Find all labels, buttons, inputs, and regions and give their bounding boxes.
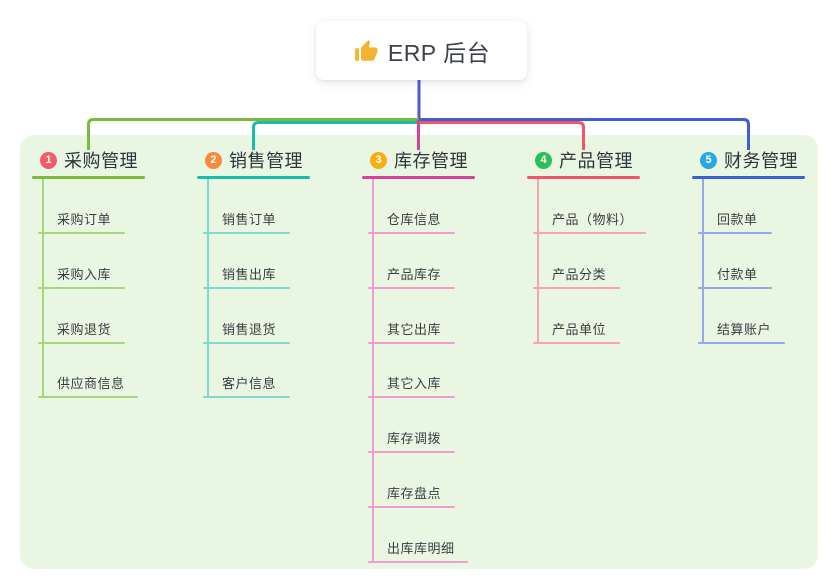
- child-node[interactable]: 仓库信息: [387, 212, 442, 227]
- child-underline: [368, 451, 455, 454]
- child-node[interactable]: 客户信息: [222, 376, 277, 392]
- branch-number-badge: 4: [535, 151, 552, 169]
- child-node[interactable]: 销售出库: [222, 266, 277, 282]
- child-node[interactable]: 供应商信息: [57, 376, 125, 392]
- child-node[interactable]: 其它入库: [387, 376, 442, 392]
- branch-label: 库存管理: [394, 151, 468, 171]
- branch-node-4[interactable]: 4 产品管理: [535, 150, 633, 171]
- child-node[interactable]: 库存调拨: [387, 431, 442, 447]
- child-underline: [698, 232, 772, 234]
- child-node[interactable]: 采购入库: [57, 266, 112, 282]
- child-node[interactable]: 采购订单: [57, 212, 112, 227]
- child-underline: [698, 286, 772, 289]
- branch-node-5[interactable]: 5 财务管理: [700, 150, 798, 171]
- child-node[interactable]: 销售退货: [222, 321, 277, 337]
- child-node[interactable]: 结算账户: [717, 321, 772, 337]
- child-underline: [368, 341, 455, 344]
- branch-underline: [362, 176, 475, 179]
- branch-node-3[interactable]: 3 库存管理: [370, 150, 468, 171]
- branch-trunk-line: [372, 179, 374, 563]
- child-underline: [38, 286, 125, 289]
- child-node[interactable]: 产品库存: [387, 266, 442, 282]
- child-underline: [38, 341, 125, 344]
- child-underline: [203, 396, 290, 399]
- child-node[interactable]: 库存盘点: [387, 486, 442, 501]
- child-node[interactable]: 出库库明细: [387, 540, 455, 556]
- child-underline: [533, 232, 646, 234]
- background-panel: [20, 135, 818, 569]
- child-node[interactable]: 产品分类: [552, 266, 607, 282]
- thumbs-up-icon: [353, 38, 379, 64]
- child-node[interactable]: 其它出库: [387, 321, 442, 337]
- child-underline: [368, 506, 455, 508]
- branch-number-badge: 2: [205, 151, 222, 169]
- child-underline: [203, 286, 290, 289]
- branch-number-badge: 1: [40, 151, 57, 169]
- child-node[interactable]: 采购退货: [57, 321, 112, 337]
- branch-label: 产品管理: [559, 151, 633, 171]
- branch-label: 销售管理: [229, 151, 303, 171]
- child-underline: [368, 560, 468, 563]
- child-underline: [368, 286, 455, 289]
- root-title: ERP 后台: [387, 39, 491, 66]
- child-underline: [203, 232, 290, 234]
- child-underline: [533, 286, 620, 289]
- branch-label: 财务管理: [724, 151, 798, 171]
- branch-number-badge: 3: [370, 151, 387, 169]
- child-node[interactable]: 销售订单: [222, 212, 277, 227]
- branch-underline: [692, 176, 805, 179]
- branch-underline: [32, 176, 145, 179]
- child-underline: [38, 232, 125, 234]
- branch-number-badge: 5: [700, 151, 717, 169]
- child-node[interactable]: 回款单: [717, 212, 758, 227]
- child-underline: [368, 396, 455, 399]
- child-node[interactable]: 产品（物料）: [552, 212, 634, 227]
- branch-node-2[interactable]: 2 销售管理: [205, 150, 303, 171]
- branch-trunk-line: [702, 179, 704, 344]
- child-underline: [368, 232, 455, 234]
- child-underline: [203, 341, 290, 344]
- branch-underline: [197, 176, 310, 179]
- branch-node-1[interactable]: 1 采购管理: [40, 150, 138, 171]
- child-underline: [533, 341, 620, 344]
- child-node[interactable]: 产品单位: [552, 321, 607, 337]
- branch-underline: [527, 176, 640, 179]
- branch-label: 采购管理: [64, 151, 138, 171]
- child-underline: [698, 341, 785, 344]
- child-node[interactable]: 付款单: [717, 266, 758, 282]
- root-node[interactable]: ERP 后台: [316, 21, 527, 80]
- child-underline: [38, 396, 138, 399]
- branch-trunk-line: [537, 179, 539, 344]
